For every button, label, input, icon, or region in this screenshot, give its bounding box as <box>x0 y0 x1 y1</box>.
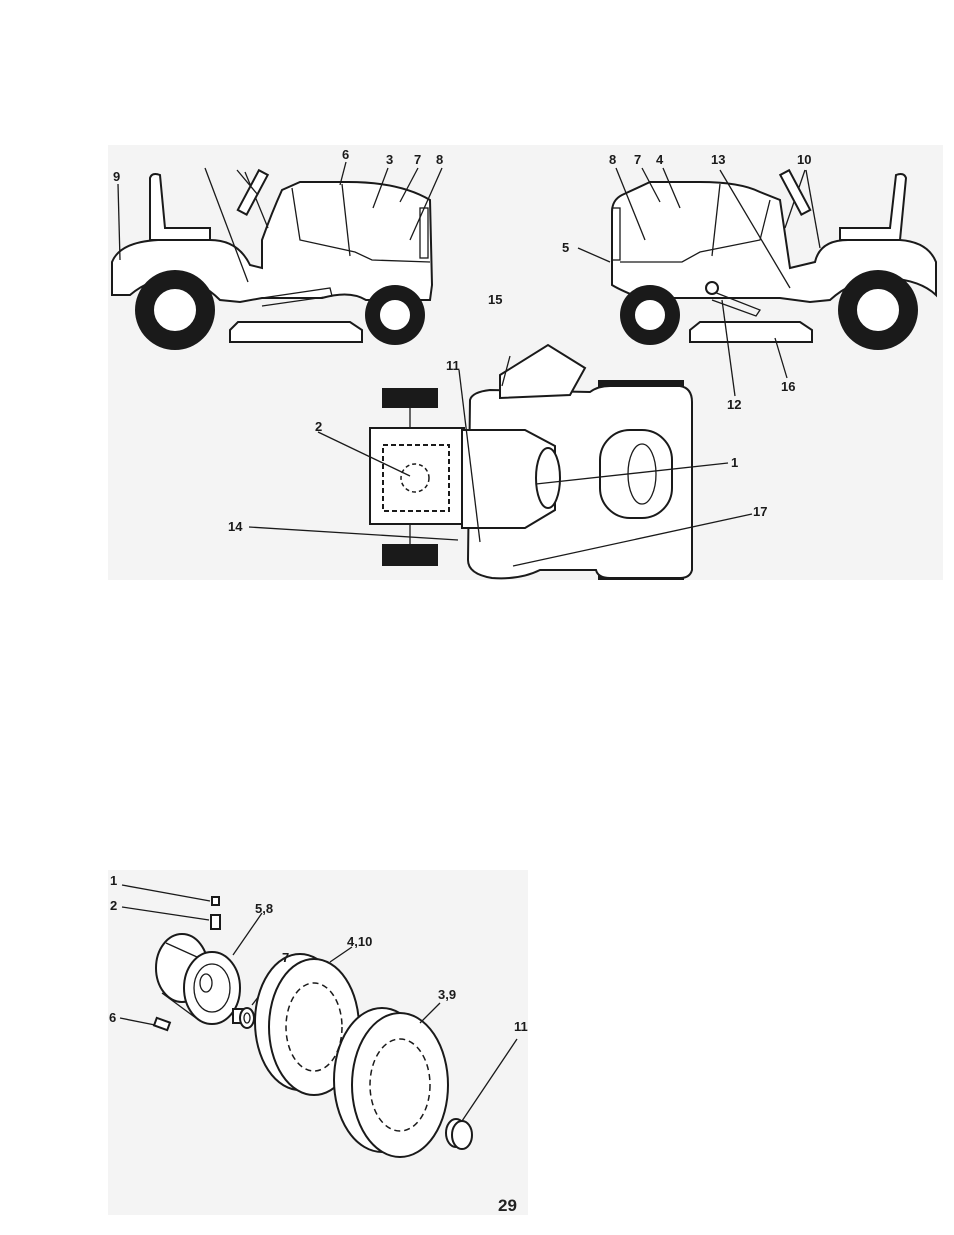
callout-label: 6 <box>109 1010 116 1025</box>
callout-label: 7 <box>282 950 289 965</box>
decal-location-diagram: 9 6 3 7 8 <box>0 0 954 600</box>
callout-label: 8 <box>436 152 443 167</box>
callout-label: 13 <box>711 152 725 167</box>
callout-label: 1 <box>110 873 117 888</box>
callout-label: 4 <box>656 152 664 167</box>
callout-label: 11 <box>446 358 460 373</box>
callout-label: 7 <box>634 152 641 167</box>
callout-label: 15 <box>488 292 502 307</box>
callout-label: 5,8 <box>255 901 273 916</box>
page-number: 29 <box>498 1196 517 1216</box>
callout-label: 16 <box>781 379 795 394</box>
callout-label: 11 <box>514 1019 528 1034</box>
callout-label: 4,10 <box>347 934 372 949</box>
callout-label: 7 <box>414 152 421 167</box>
callout-label: 9 <box>113 169 120 184</box>
callout-label: 6 <box>342 147 349 162</box>
callout-label: 10 <box>797 152 811 167</box>
callout-label: 12 <box>727 397 741 412</box>
callout-label: 2 <box>315 419 322 434</box>
callout-label: 5 <box>562 240 569 255</box>
callout-label: 3 <box>386 152 393 167</box>
callout-label: 17 <box>753 504 767 519</box>
wheel-exploded-diagram: 1 2 5,8 7 4,10 6 3,9 11 <box>0 865 954 1225</box>
callout-label: 14 <box>228 519 243 534</box>
callout-label: 2 <box>110 898 117 913</box>
callout-label: 8 <box>609 152 616 167</box>
callout-label: 3,9 <box>438 987 456 1002</box>
callout-label: 1 <box>731 455 738 470</box>
